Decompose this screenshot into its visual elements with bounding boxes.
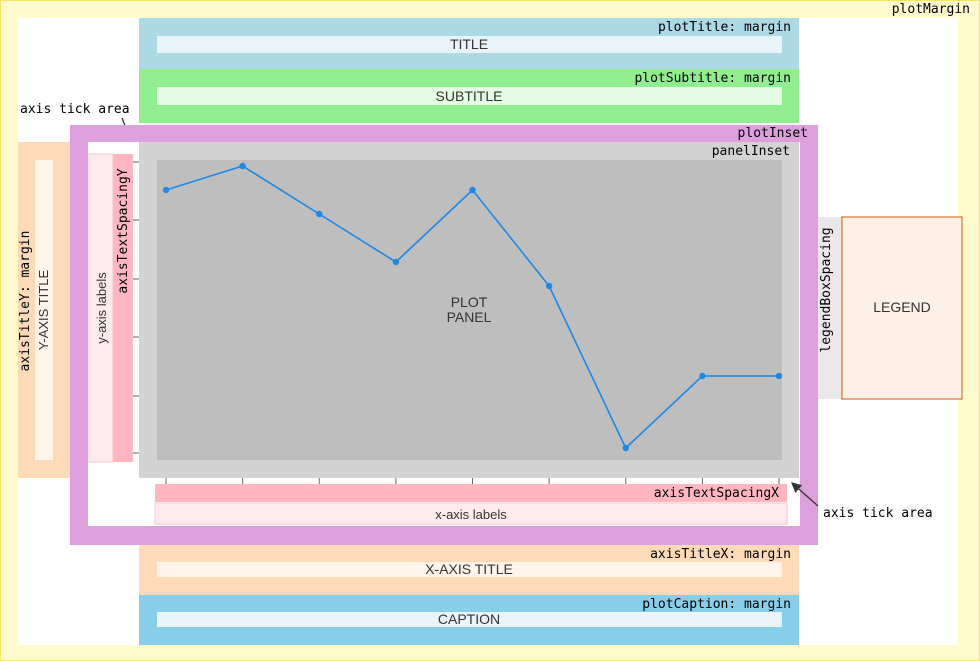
plot-title-margin-label: plotTitle: margin xyxy=(658,20,791,35)
plot-panel-label-line2: PANEL xyxy=(447,309,492,325)
data-point xyxy=(545,282,553,290)
axis-tick-area-bottom-label: axis tick area xyxy=(823,506,933,521)
axis-text-spacing-y-label: axisTextSpacingY xyxy=(116,168,131,293)
axis-text-spacing-x-area xyxy=(155,484,787,502)
plot-caption-margin-label: plotCaption: margin xyxy=(642,597,791,612)
axis-tick-area-bottom-arrow xyxy=(791,482,819,507)
plot-panel-label-line1: PLOT xyxy=(451,294,488,310)
data-point xyxy=(239,162,246,170)
legend-label: LEGEND xyxy=(873,299,931,315)
plot-subtitle-margin-label: plotSubtitle: margin xyxy=(634,71,791,86)
y-axis-ticks xyxy=(133,161,139,454)
plot-panel xyxy=(157,160,782,460)
data-point xyxy=(469,186,476,194)
legend-box xyxy=(841,216,963,400)
x-axis-ticks xyxy=(165,478,780,484)
subtitle-label: SUBTITLE xyxy=(436,88,503,104)
panel-inset-label: panelInset xyxy=(712,144,790,159)
plot-margin-label: plotMargin xyxy=(892,2,970,17)
data-point xyxy=(392,258,400,266)
plot-inset-label: plotInset xyxy=(738,126,808,141)
data-point xyxy=(622,444,629,452)
data-point xyxy=(162,186,170,194)
y-axis-title-box xyxy=(35,160,53,460)
data-line xyxy=(162,162,783,452)
data-point xyxy=(699,372,706,380)
y-axis-title-label: Y-AXIS TITLE xyxy=(36,270,51,351)
x-axis-title-label: X-AXIS TITLE xyxy=(425,561,513,577)
y-axis-labels-label: y-axis labels xyxy=(94,272,109,344)
title-box xyxy=(157,36,782,53)
axis-title-y-margin-label: axisTitleY: margin xyxy=(18,231,33,372)
x-axis-title-box xyxy=(157,562,782,577)
legend-box-spacing-area xyxy=(818,217,842,399)
legend-box-spacing-label: legendBoxSpacing xyxy=(819,227,834,352)
data-point xyxy=(775,372,783,380)
title-label: TITLE xyxy=(450,36,488,52)
caption-label: CAPTION xyxy=(438,611,500,627)
caption-box xyxy=(157,612,782,627)
axis-tick-area-top-label: axis tick area xyxy=(20,102,130,117)
axis-text-spacing-y-area xyxy=(113,154,133,462)
axis-text-spacing-x-label: axisTextSpacingX xyxy=(654,486,779,501)
data-point xyxy=(316,210,323,218)
x-axis-labels-box xyxy=(154,502,788,525)
x-axis-labels-label: x-axis labels xyxy=(435,507,507,522)
axis-title-x-margin-label: axisTitleX: margin xyxy=(650,547,791,562)
subtitle-box xyxy=(157,87,782,105)
